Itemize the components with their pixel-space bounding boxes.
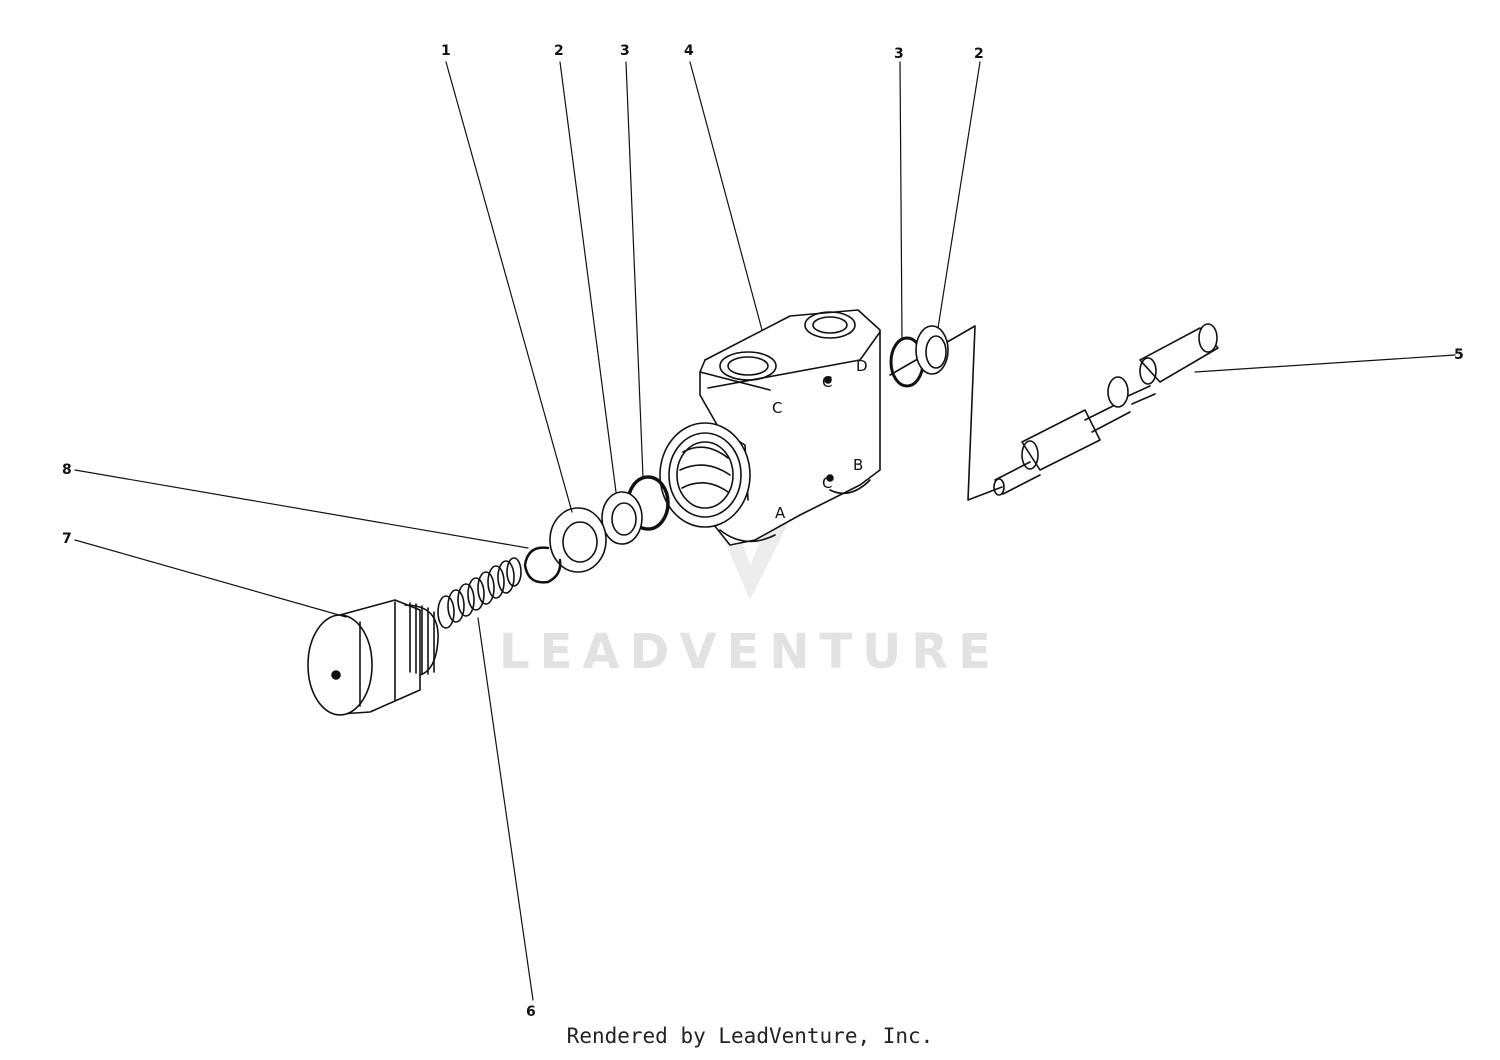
callout-6: 6 bbox=[526, 1004, 536, 1020]
spool bbox=[993, 323, 1219, 496]
port-labels: C C D B C A bbox=[772, 357, 868, 522]
watermark-text: LEADVENTURE bbox=[499, 624, 1001, 680]
shim-washer bbox=[549, 507, 607, 573]
plug-cap bbox=[307, 599, 439, 716]
callout-4: 4 bbox=[684, 43, 694, 59]
washer-right bbox=[915, 325, 949, 375]
port-label-c-upper-left: C bbox=[772, 399, 782, 417]
leader-lines bbox=[74, 61, 1456, 1001]
callout-2-left: 2 bbox=[554, 43, 564, 59]
callouts: 1 2 3 4 3 2 5 8 7 6 bbox=[62, 43, 1464, 1020]
callout-3-right: 3 bbox=[894, 46, 904, 62]
port-label-c-lower: C bbox=[822, 474, 832, 492]
snap-ring bbox=[523, 546, 562, 584]
callout-1: 1 bbox=[441, 43, 451, 59]
washer-left bbox=[601, 491, 643, 545]
port-label-d: D bbox=[856, 357, 868, 375]
callout-5: 5 bbox=[1454, 347, 1464, 363]
callout-7: 7 bbox=[62, 531, 72, 547]
spring bbox=[437, 557, 522, 629]
port-label-c-upper-right: C bbox=[822, 373, 832, 391]
footer-credit: Rendered by LeadVenture, Inc. bbox=[566, 1024, 934, 1048]
port-label-b: B bbox=[853, 456, 863, 474]
callout-3-left: 3 bbox=[620, 43, 630, 59]
watermark: LEADVENTURE bbox=[499, 420, 1001, 680]
callout-8: 8 bbox=[62, 462, 72, 478]
callout-2-right: 2 bbox=[974, 46, 984, 62]
valve-body bbox=[659, 309, 881, 546]
port-label-a: A bbox=[775, 504, 786, 522]
